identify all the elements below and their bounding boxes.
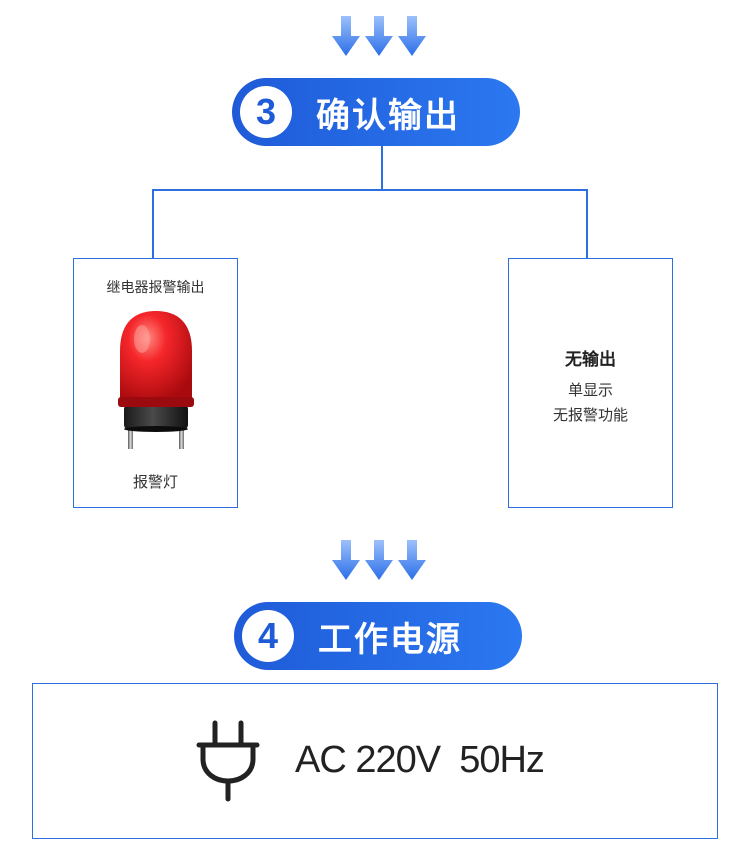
power-spec: AC 220V 50Hz <box>295 739 545 781</box>
connector-horizontal <box>152 189 588 191</box>
connector-vertical-main <box>381 146 383 190</box>
no-output-line-1: 单显示 <box>567 381 613 399</box>
power-supply-box: AC 220V 50Hz <box>32 683 718 839</box>
step4-number: 4 <box>242 610 294 662</box>
no-output-line-2: 无报警功能 <box>552 406 628 424</box>
no-output-title: 无输出 <box>565 350 616 370</box>
relay-output-box: 继电器报警输出 <box>73 258 238 508</box>
down-arrows-icon <box>330 538 430 586</box>
step3-number: 3 <box>240 86 292 138</box>
connector-right-drop <box>586 189 588 259</box>
relay-output-label: 继电器报警输出 <box>106 280 205 296</box>
connector-left-drop <box>152 189 154 259</box>
step4-header: 4 工作电源 <box>234 602 522 670</box>
power-plug-icon <box>193 719 263 807</box>
no-output-box: 无输出 单显示 无报警功能 <box>508 258 673 508</box>
alarm-lamp-label: 报警灯 <box>132 473 178 491</box>
step4-title: 工作电源 <box>318 619 462 660</box>
alarm-lamp-image <box>112 309 200 463</box>
step3-header: 3 确认输出 <box>232 78 520 146</box>
step3-title: 确认输出 <box>316 95 460 136</box>
down-arrows-icon <box>330 14 430 62</box>
